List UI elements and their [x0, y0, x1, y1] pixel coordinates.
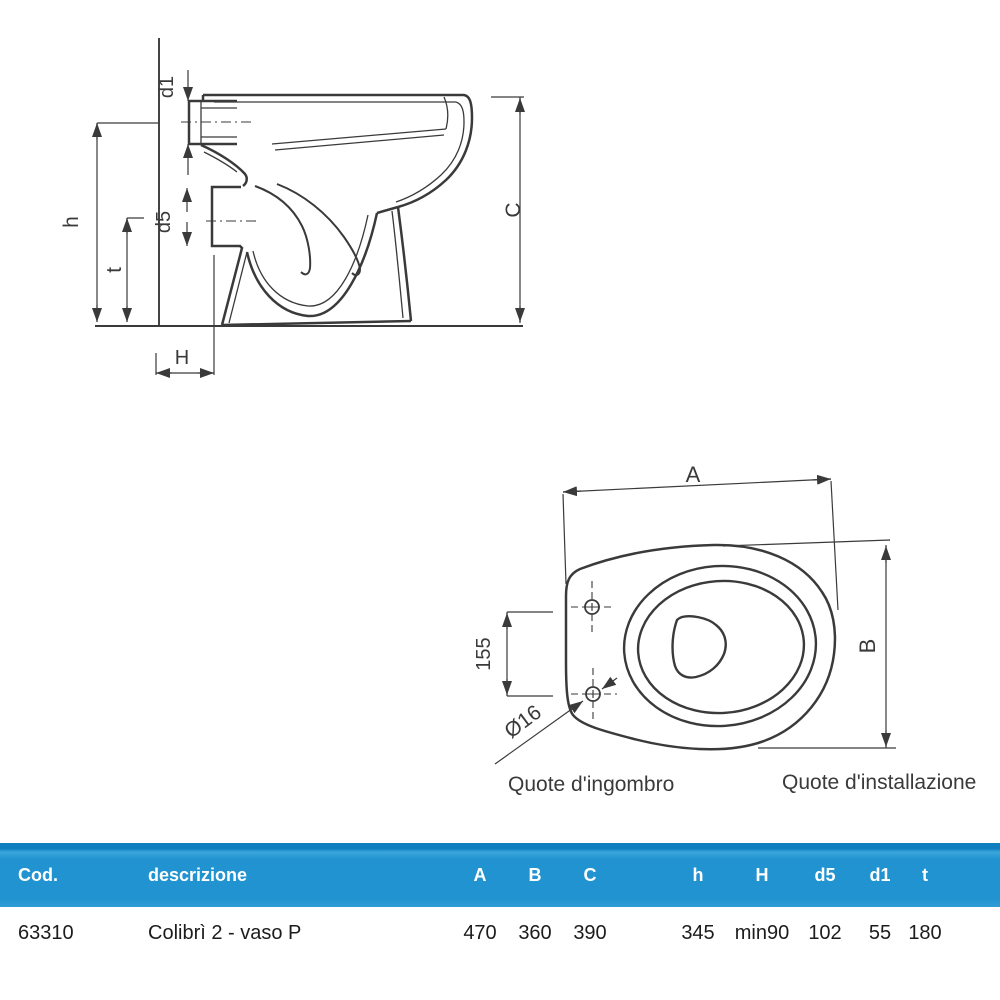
rim-ring-outer [622, 564, 818, 728]
table-header-cod: Cod. [18, 865, 58, 885]
table-row: 63310 Colibrì 2 - vaso P 470 360 390 345… [0, 920, 1000, 946]
table-header-row: Cod. descrizione A B C h H d5 d1 t [0, 843, 1000, 907]
fixing-hole-bottom [571, 668, 617, 722]
cell-C: 390 [573, 922, 607, 944]
dim-label-B: B [855, 639, 880, 654]
caption-installazione: Quote d'installazione [782, 771, 976, 794]
cell-t: 180 [908, 922, 942, 944]
table-header-C: C [583, 865, 597, 885]
cell-cod: 63310 [18, 922, 74, 944]
dim-label-A: A [686, 462, 701, 487]
rim-ring-inner [636, 579, 806, 715]
caption-ingombro: Quote d'ingombro [508, 773, 674, 796]
cell-A: 470 [463, 922, 497, 944]
cell-h: 345 [681, 922, 715, 944]
cell-descrizione: Colibrì 2 - vaso P [148, 922, 302, 944]
dim-label-h: h [60, 216, 83, 228]
dim-label-d5: d5 [153, 211, 175, 233]
top-view-drawing: A B 155 [473, 462, 976, 796]
dim-label-C: C [502, 202, 525, 217]
table-header-h: h [692, 865, 704, 885]
table-header-t: t [922, 865, 928, 885]
table-header-d5: d5 [814, 865, 836, 885]
water-hole [671, 615, 727, 679]
cell-d5: 102 [808, 922, 842, 944]
cell-H: min90 [734, 922, 790, 944]
table-header-d1: d1 [869, 865, 891, 885]
dim-label-t: t [103, 267, 126, 273]
dim-label-d1: d1 [156, 76, 178, 98]
dim-label-diameter: Ø16 [500, 701, 546, 743]
seat-outline [564, 543, 837, 751]
cell-d1: 55 [868, 922, 892, 944]
fixing-hole-top [571, 581, 614, 633]
table-header-A: A [473, 865, 487, 885]
table-header-B: B [528, 865, 542, 885]
table-header-descrizione: descrizione [148, 865, 248, 885]
dim-label-155: 155 [473, 637, 495, 670]
cell-B: 360 [518, 922, 552, 944]
table-header-H: H [755, 865, 769, 885]
dim-label-H: H [175, 347, 189, 369]
side-view-drawing: d1 h t d5 [60, 38, 525, 378]
technical-drawing: d1 h t d5 [60, 38, 976, 796]
